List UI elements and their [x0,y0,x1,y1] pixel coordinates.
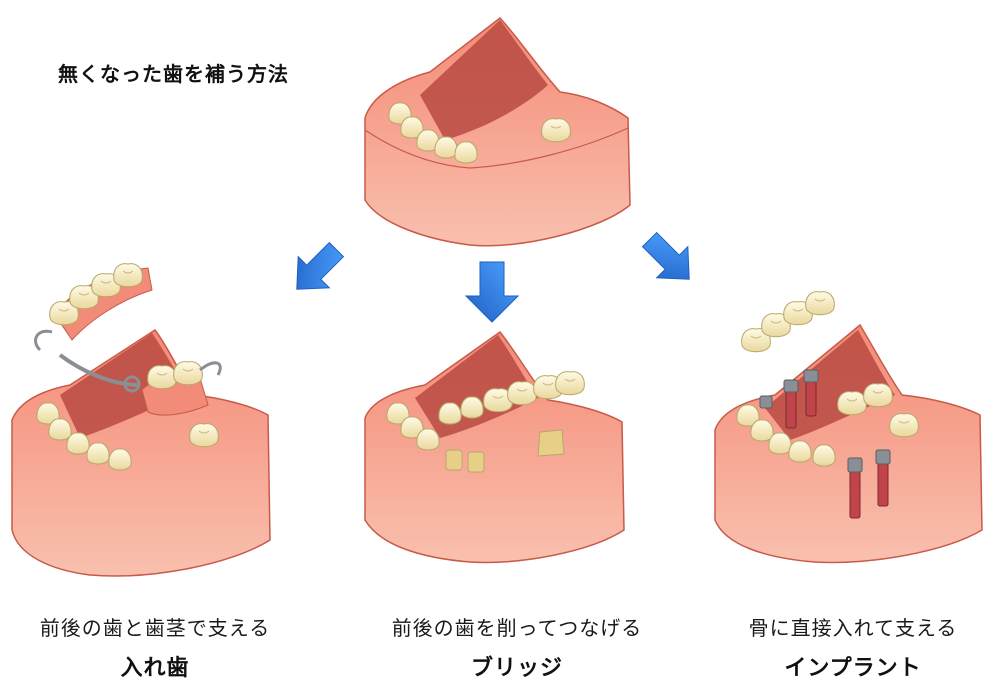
arrow-down-left-icon [296,241,345,290]
caption-denture: 前後の歯と歯茎で支える [39,616,271,640]
label-implant: インプラント [784,656,922,681]
implant-illustration [714,291,983,564]
denture-illustration [11,263,271,577]
label-bridge: ブリッジ [470,656,563,681]
jaw-missing-teeth [364,16,631,247]
arrow-down-right-icon [641,231,690,280]
bridge-illustration [364,330,625,564]
diagram-title: 無くなった歯を補う方法 [58,62,289,86]
arrow-down-icon [464,261,520,323]
caption-bridge: 前後の歯を削ってつなげる [391,616,643,640]
label-denture: 入れ歯 [120,656,190,681]
dental-diagram [11,16,983,577]
caption-implant: 骨に直接入れて支える [748,616,958,640]
